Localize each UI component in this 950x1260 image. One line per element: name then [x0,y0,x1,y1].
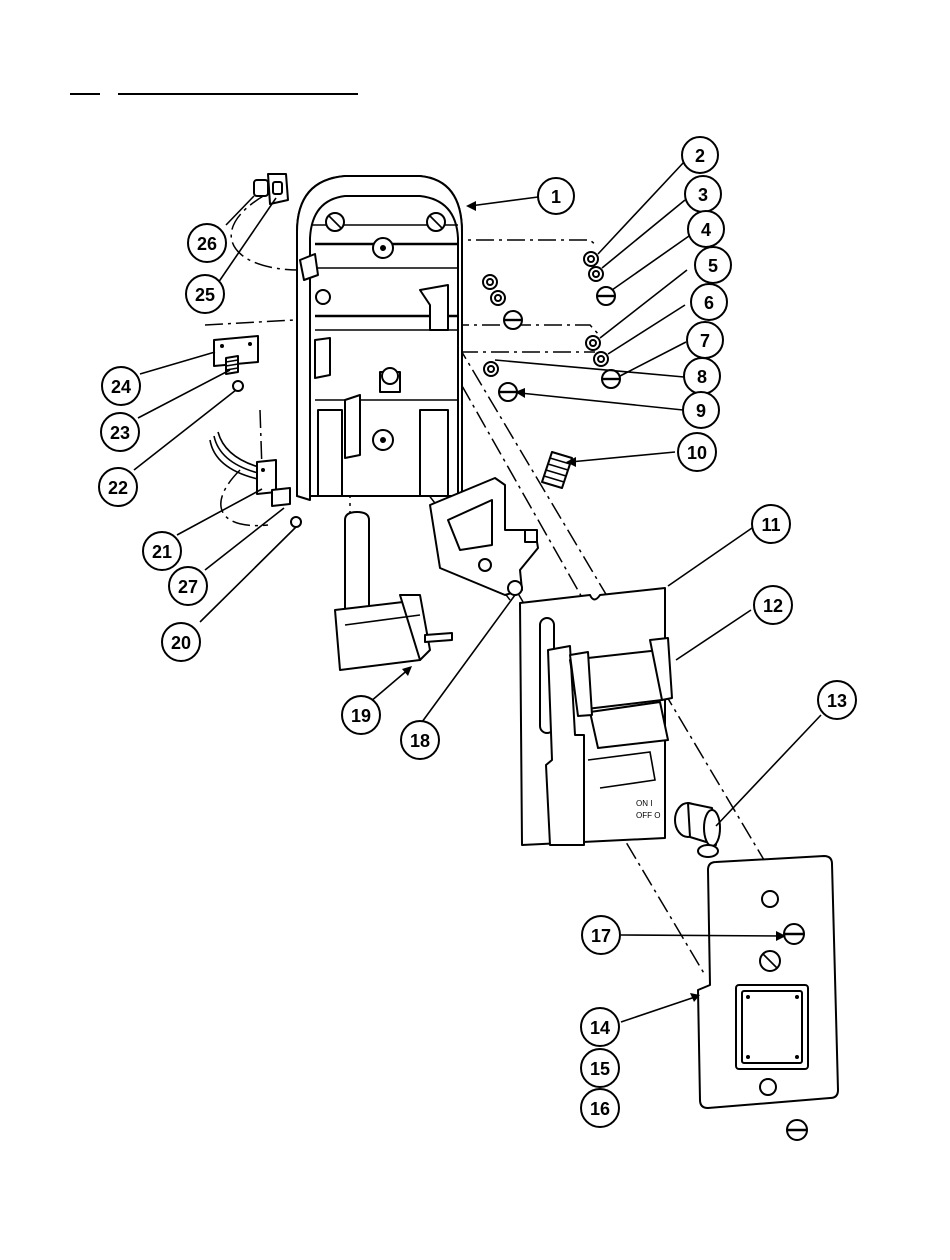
callout-18: 18 [401,721,439,759]
callout-14: 14 [581,1008,619,1046]
screw-part-17 [784,924,804,944]
callout-23: 23 [101,413,139,451]
svg-text:4: 4 [701,220,711,240]
screw-part-20 [291,517,301,527]
washer-part-2 [584,252,598,266]
callout-13: 13 [818,681,856,719]
svg-text:5: 5 [708,256,718,276]
callout-1: 1 [538,178,574,214]
callout-4: 4 [688,211,724,247]
spring-part-10 [542,452,572,488]
svg-text:18: 18 [410,731,430,751]
screw-part-16 [787,1120,807,1140]
callout-8: 8 [684,358,720,394]
bracket-part-27 [272,488,290,506]
pin-part-13 [675,803,720,857]
callout-10: 10 [678,433,716,471]
screw-stack-center [483,275,522,329]
callout-16: 16 [581,1089,619,1127]
svg-text:15: 15 [590,1059,610,1079]
svg-text:25: 25 [195,285,215,305]
washer-part-3 [589,267,603,281]
callout-7: 7 [687,322,723,358]
switch-on-label: ON I [636,799,652,808]
callout-11: 11 [752,505,790,543]
svg-text:9: 9 [696,401,706,421]
svg-text:14: 14 [590,1018,610,1038]
svg-text:12: 12 [763,596,783,616]
switch-off-label: OFF O [636,811,660,820]
svg-text:1: 1 [551,187,561,207]
callout-12: 12 [754,586,792,624]
screw-part-7 [602,370,620,388]
svg-text:24: 24 [111,377,131,397]
callout-19: 19 [342,696,380,734]
svg-text:6: 6 [704,293,714,313]
svg-text:3: 3 [698,185,708,205]
main-housing [297,176,462,505]
callout-20: 20 [162,623,200,661]
callout-21: 21 [143,532,181,570]
callout-3: 3 [685,176,721,212]
washer-part-8 [484,362,498,376]
screw-part-22 [233,381,243,391]
svg-text:19: 19 [351,706,371,726]
callout-6: 6 [691,284,727,320]
callout-25: 25 [186,275,224,313]
cover-plate-part-14 [698,856,838,1108]
grommet-part-26 [254,180,268,196]
callout-22: 22 [99,468,137,506]
svg-text:17: 17 [591,926,611,946]
svg-text:13: 13 [827,691,847,711]
callout-26: 26 [188,224,226,262]
washer-part-5 [586,336,600,350]
svg-text:27: 27 [178,577,198,597]
callout-5: 5 [695,247,731,283]
callout-15: 15 [581,1049,619,1087]
svg-text:7: 7 [700,331,710,351]
callout-17: 17 [582,916,620,954]
callout-27: 27 [169,567,207,605]
washer-part-6 [594,352,608,366]
svg-text:11: 11 [761,515,780,535]
wire-harness [210,432,262,480]
screw-part-9 [499,383,517,401]
svg-text:26: 26 [197,234,217,254]
svg-text:2: 2 [695,146,705,166]
svg-text:21: 21 [152,542,172,562]
svg-text:20: 20 [171,633,191,653]
svg-text:8: 8 [697,367,707,387]
svg-text:10: 10 [687,443,707,463]
svg-text:23: 23 [110,423,130,443]
callout-2: 2 [682,137,718,173]
svg-text:22: 22 [108,478,128,498]
svg-text:16: 16 [590,1099,610,1119]
callout-24: 24 [102,367,140,405]
mounting-clip-part-25 [268,174,288,204]
callout-9: 9 [683,392,719,428]
